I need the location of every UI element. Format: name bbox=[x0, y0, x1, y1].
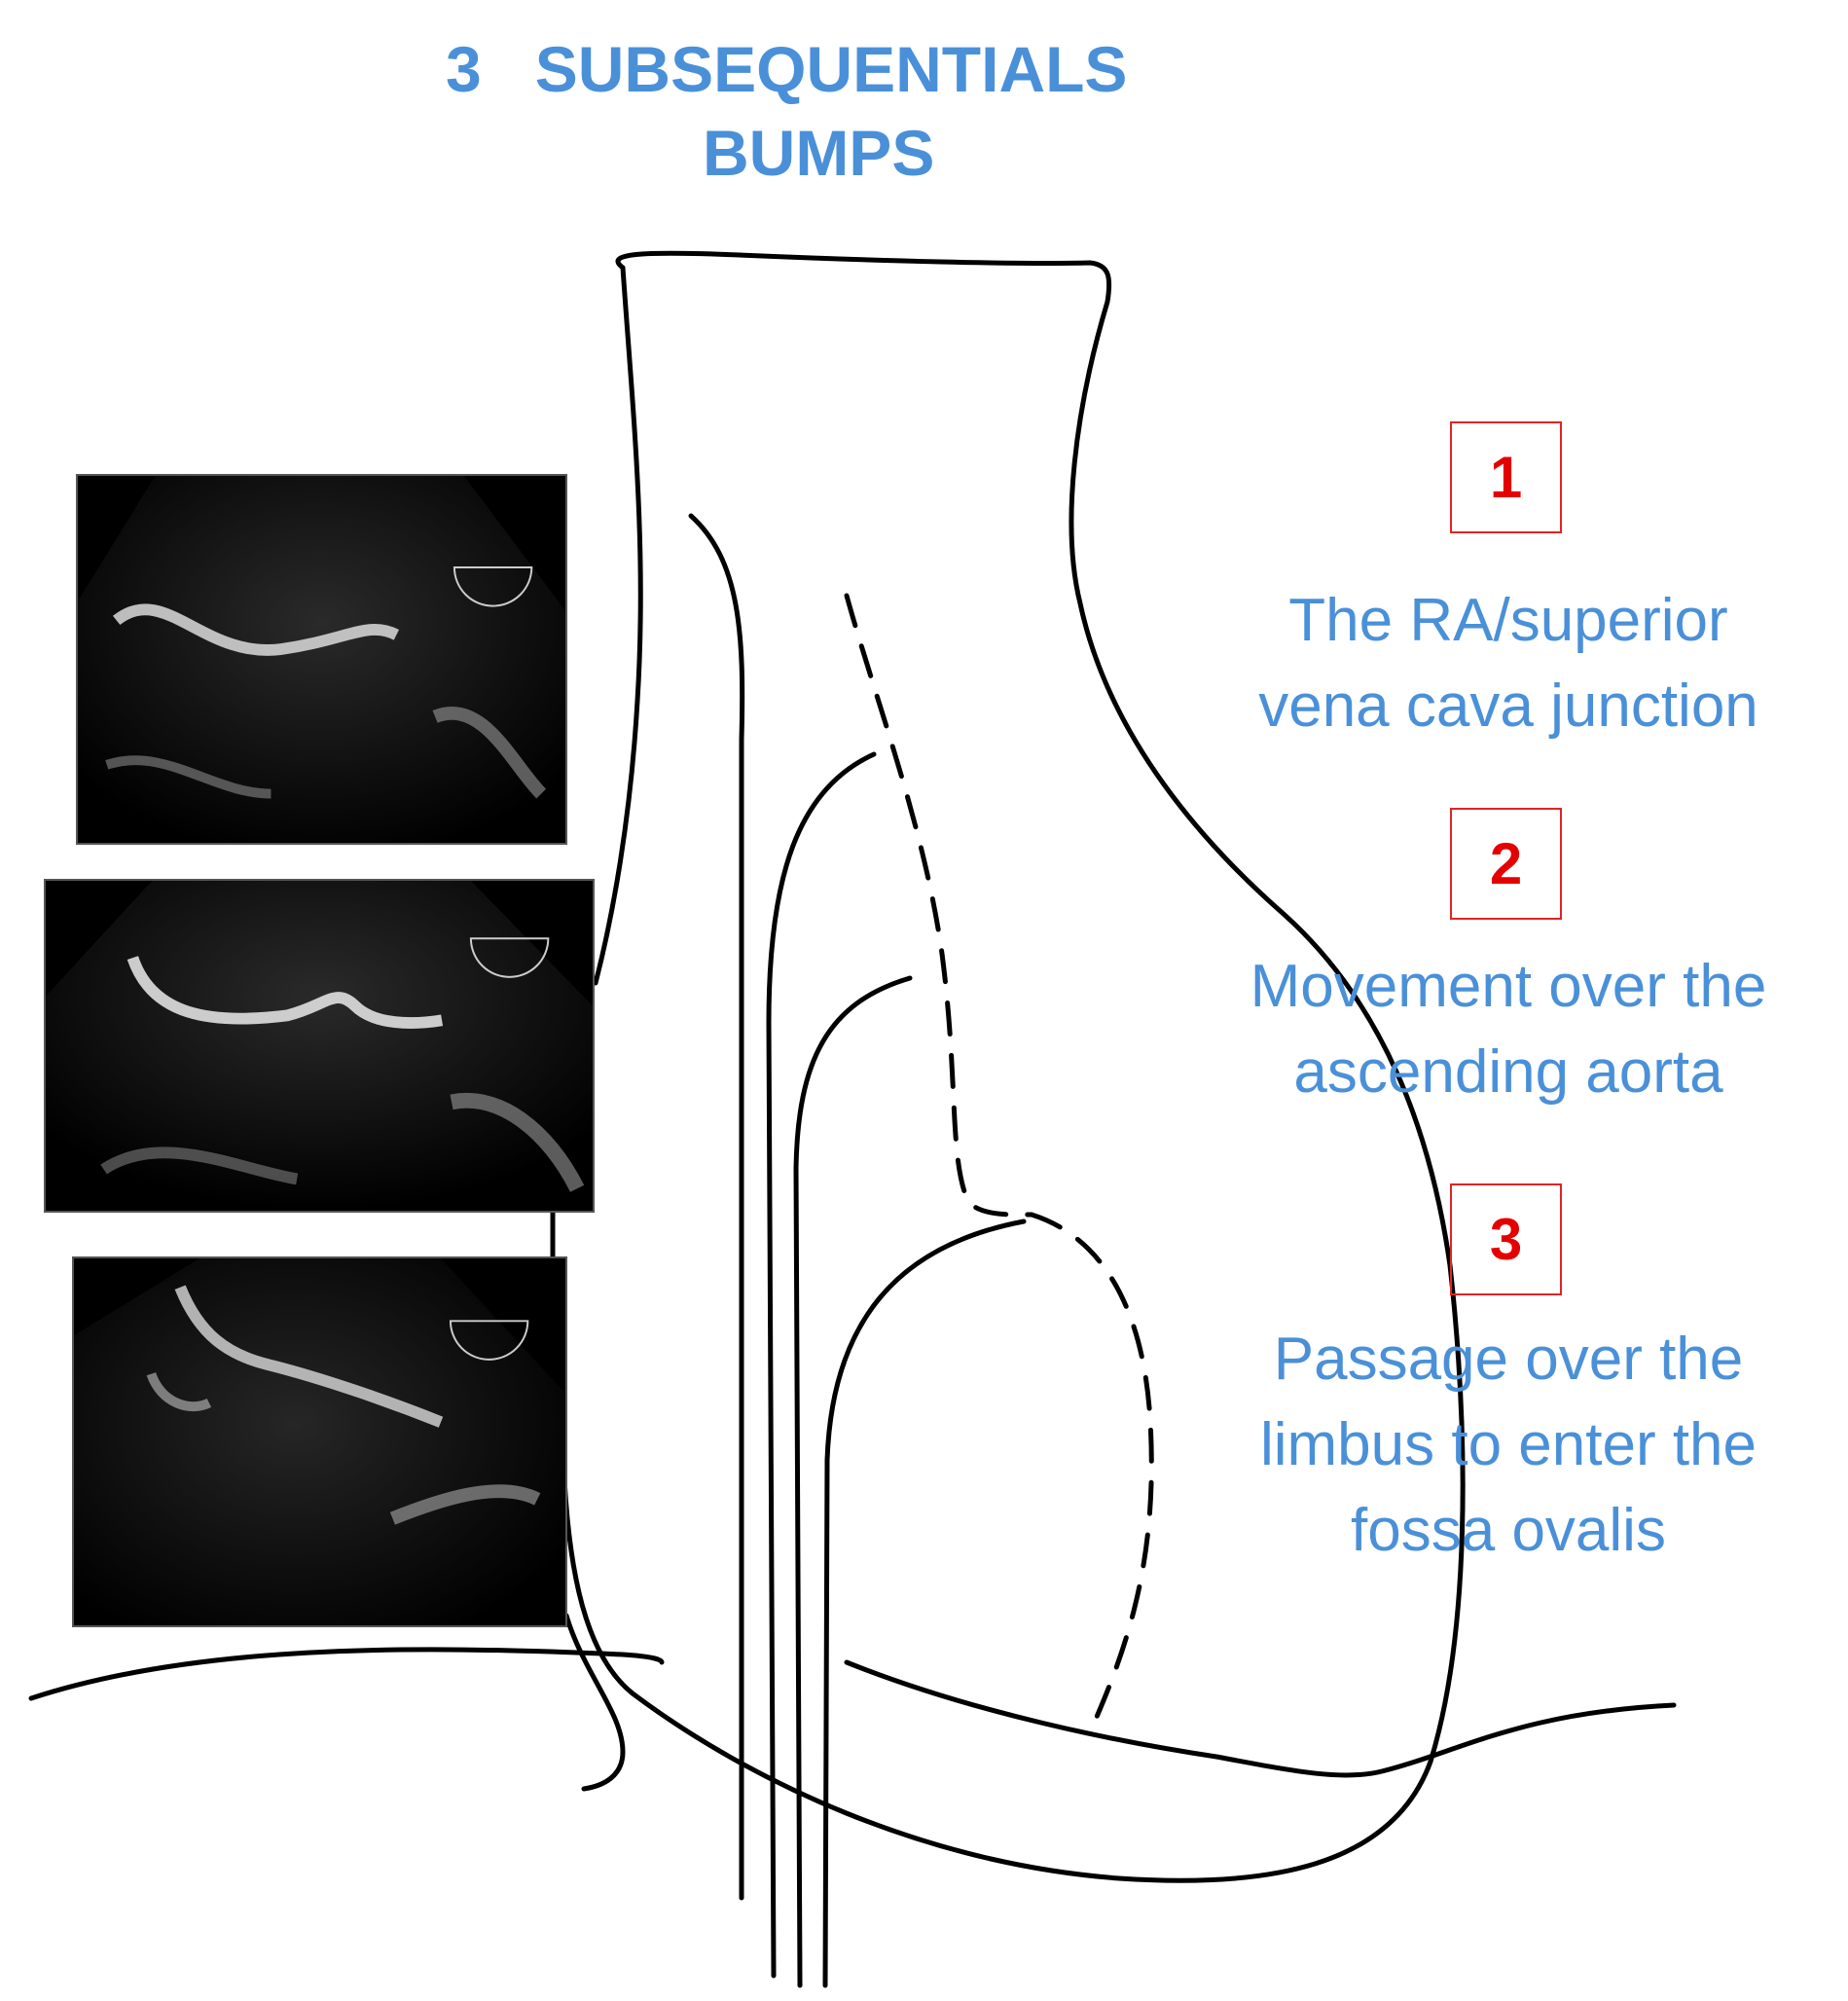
step-description-1: The RA/superior vena cava junction bbox=[1168, 578, 1848, 749]
floor-line-right bbox=[844, 1659, 1677, 1778]
step-number-box-2: 2 bbox=[1450, 808, 1562, 920]
catheter-path-2 bbox=[766, 751, 877, 1979]
septum-dashed-line bbox=[844, 593, 1034, 1218]
echo-image-3 bbox=[72, 1256, 567, 1627]
step-description-3-line3: fossa ovalis bbox=[1351, 1497, 1666, 1564]
step-description-2-line1: Movement over the bbox=[1250, 953, 1767, 1020]
fossa-dashed-outline bbox=[1029, 1212, 1154, 1735]
step-number-box-3: 3 bbox=[1450, 1183, 1562, 1295]
catheter-path-1 bbox=[688, 513, 745, 1901]
step-description-1-line2: vena cava junction bbox=[1258, 673, 1758, 740]
floor-line-left bbox=[28, 1647, 665, 1701]
diagram-title-line2: BUMPS bbox=[703, 117, 935, 189]
atrium-outline bbox=[562, 250, 1466, 1883]
step-description-3-line1: Passage over the bbox=[1273, 1326, 1744, 1393]
step-description-1-line1: The RA/superior bbox=[1288, 587, 1728, 654]
echo-image-1 bbox=[76, 474, 567, 845]
catheter-path-4 bbox=[822, 1219, 1027, 1988]
atrium-left-wall bbox=[593, 265, 643, 986]
step-description-3: Passage over the limbus to enter the fos… bbox=[1168, 1317, 1848, 1574]
diagram-title-line1: 3 SUBSEQUENTIALS bbox=[446, 33, 1128, 105]
step-number-box-1: 1 bbox=[1450, 421, 1562, 533]
step-description-2: Movement over the ascending aorta bbox=[1168, 944, 1848, 1115]
step-description-3-line2: limbus to enter the bbox=[1259, 1411, 1757, 1478]
base-bracket bbox=[563, 1613, 626, 1792]
catheter-path-3 bbox=[793, 975, 913, 1988]
echo-image-2 bbox=[44, 879, 595, 1213]
step-description-2-line2: ascending aorta bbox=[1293, 1038, 1723, 1106]
